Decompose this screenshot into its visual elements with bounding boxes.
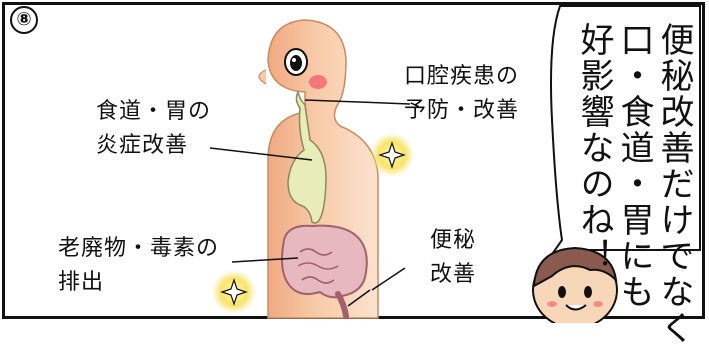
label-waste-line2: 排出 [58, 270, 105, 295]
speech-line-1: 便秘改善だけでなく [654, 22, 694, 346]
label-constipation-line1: 便秘 [430, 228, 477, 253]
esophagus-stomach [287, 89, 327, 224]
label-esophagus: 食道・胃の 炎症改善 [96, 95, 211, 163]
character-avatar [532, 246, 618, 323]
label-constipation: 便秘 改善 [430, 224, 476, 292]
label-waste: 老廃物・毒素の 排出 [58, 232, 219, 300]
illustration [209, 5, 701, 323]
leader-lines [209, 99, 411, 307]
label-mouth-line1: 口腔疾患の [404, 64, 520, 89]
panel-number: ⑧ [10, 6, 38, 34]
speech-line-2: 口・食道・胃にも [614, 22, 654, 310]
intestine-icon [281, 224, 368, 319]
label-esophagus-line1: 食道・胃の [96, 99, 212, 124]
speech-line-3: 好影響なのね！ [574, 22, 614, 274]
sparkle-icon [370, 133, 414, 177]
cheek-blush-icon [309, 75, 327, 89]
eye-icon [284, 48, 308, 76]
label-mouth-line2: 予防・改善 [404, 98, 520, 123]
speech-bubble [545, 5, 701, 263]
label-mouth: 口腔疾患の 予防・改善 [404, 60, 519, 128]
label-waste-line1: 老廃物・毒素の [58, 236, 220, 261]
label-constipation-line2: 改善 [430, 262, 477, 287]
sparkle-icon [212, 270, 256, 314]
label-esophagus-line2: 炎症改善 [96, 133, 189, 158]
